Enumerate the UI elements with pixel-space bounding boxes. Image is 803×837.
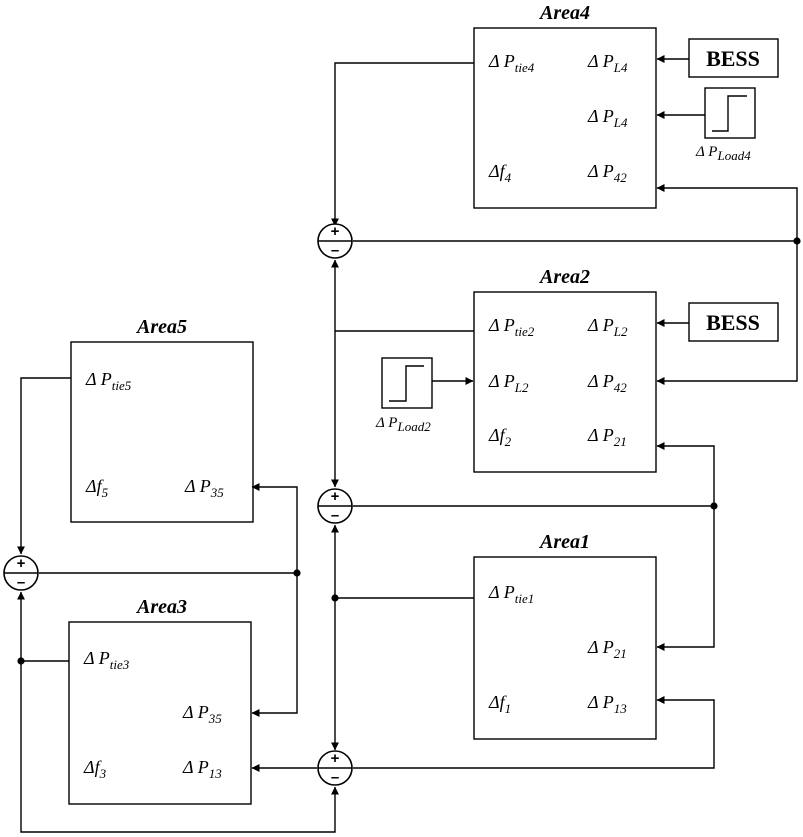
wire-area4-tie-to-sum1 [331, 62, 474, 227]
area5-block [70, 341, 254, 523]
step-load4-label: Δ PLoad4 [695, 144, 751, 163]
step-load2-label: Δ PLoad2 [375, 415, 431, 434]
sum-junction-2: + – [317, 488, 353, 524]
svg-text:+: + [17, 555, 26, 572]
wire-area5-tie-to-sum5 [17, 377, 71, 555]
bess-area4-block [688, 38, 779, 78]
wire-bus35-to-area3 [251, 573, 298, 717]
sum-junction-5: + – [3, 555, 39, 591]
svg-text:–: – [331, 507, 339, 524]
wire-area3-tie-to-sum3 [20, 661, 339, 833]
wire-bus35-to-area5 [251, 483, 298, 573]
junction-bus35 [293, 569, 301, 577]
svg-text:–: – [331, 769, 339, 786]
bess-area2-block [688, 302, 779, 342]
wire-bus13-to-area1 [353, 696, 715, 769]
area4-title: Area4 [538, 2, 590, 24]
wire-bus21-to-area2 [656, 442, 715, 506]
area3-title: Area3 [135, 596, 187, 618]
svg-text:+: + [331, 223, 340, 240]
svg-text:–: – [17, 574, 25, 591]
step-load4-block [704, 87, 756, 139]
bess-area2-label: BESS [706, 310, 760, 335]
area2-title: Area2 [538, 266, 590, 288]
step-load2-block [381, 357, 433, 409]
sum-junction-3: + – [317, 750, 353, 786]
area4-block [473, 27, 657, 209]
area2-block [473, 291, 657, 473]
bess-area4-label: BESS [706, 46, 760, 71]
sum-junction-1: + – [317, 223, 353, 259]
wire-bus42-to-area2 [656, 241, 798, 385]
svg-text:+: + [331, 750, 340, 767]
svg-text:+: + [331, 488, 340, 505]
area1-block [473, 556, 657, 740]
area5-title: Area5 [135, 316, 187, 338]
junction-bus21 [710, 502, 718, 510]
junction-bus42 [793, 237, 801, 245]
wire-bus21-to-area1 [656, 506, 715, 651]
area1-title: Area1 [538, 531, 590, 553]
wire-bus42-to-area4 [656, 184, 798, 241]
svg-text:–: – [331, 242, 339, 259]
area3-block [68, 621, 252, 805]
